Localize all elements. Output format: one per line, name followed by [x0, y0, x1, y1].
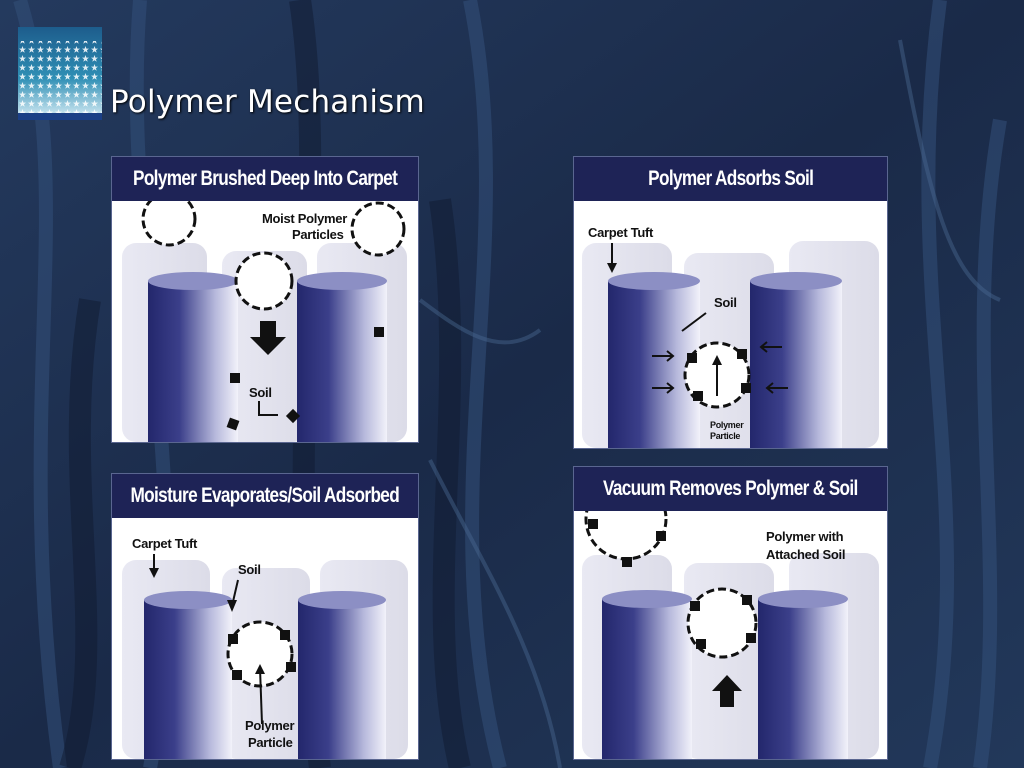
carpet-tuft-label: Carpet Tuft: [132, 536, 198, 551]
soil-pointer-head: [227, 600, 237, 612]
carpet-tuft-label: Carpet Tuft: [588, 225, 654, 240]
up-arrow-icon: [712, 355, 722, 365]
polymer-particle: [141, 201, 197, 247]
soil-pointer: [681, 312, 707, 332]
down-arrow-icon: [250, 321, 286, 355]
panel-vacuum-removes: Vacuum Removes Polymer & Soil Polymer: [573, 466, 888, 760]
up-arrow-icon: [712, 675, 742, 707]
panel-moisture-evaporates: Moisture Evaporates/Soil Adsorbed Carpet…: [111, 473, 419, 760]
scene-diagram: Carpet Tuft Soil Polymer Particle: [574, 201, 887, 448]
carpet-tuft: [298, 591, 386, 759]
polymer-particle: [686, 587, 758, 659]
soil-particle: [285, 408, 301, 424]
soil-particle: [374, 327, 384, 337]
panel-polymer-adsorbs: Polymer Adsorbs Soil Carpet Tuft Soil: [573, 156, 888, 449]
carpet-tuft: [608, 272, 700, 448]
soil-label: Soil: [249, 385, 272, 400]
polymer-attached-label: Attached Soil: [766, 547, 845, 562]
arrow-right-icon: [652, 382, 675, 394]
arrow-right-icon: [652, 350, 675, 362]
panel-polymer-brushed: Polymer Brushed Deep Into Carpet: [111, 156, 419, 443]
soil-pointer: [258, 401, 278, 416]
slide-title: Polymer Mechanism: [110, 84, 425, 120]
up-arrow-icon: [255, 664, 265, 674]
soil-label: Soil: [238, 562, 261, 577]
carpet-tuft: [758, 590, 848, 759]
panel-header: Polymer Adsorbs Soil: [574, 157, 887, 201]
polymer-label: Particle: [710, 431, 740, 441]
carpet-tuft: [144, 591, 232, 759]
polymer-label: Particle: [248, 735, 293, 750]
panel-header: Moisture Evaporates/Soil Adsorbed: [112, 474, 418, 518]
soil-label: Soil: [714, 295, 737, 310]
soil-particle: [226, 417, 240, 431]
tuft-pointer-head: [607, 263, 617, 273]
polymer-pointer: [259, 667, 263, 725]
panel-header: Polymer Brushed Deep Into Carpet: [112, 157, 418, 201]
tuft-pointer-head: [149, 568, 159, 578]
arrow-left-icon: [765, 382, 788, 394]
scene-diagram: Polymer with Attached Soil: [574, 511, 887, 759]
polymer-particle: [584, 511, 668, 567]
scene-diagram: Moist Polymer Particles Soil: [112, 201, 418, 442]
arrow-left-icon: [759, 341, 782, 353]
scene-diagram: Carpet Tuft Soil Polymer Particle: [112, 518, 418, 759]
panel-header: Vacuum Removes Polymer & Soil: [574, 467, 887, 511]
moist-polymer-label: Moist Polymer: [262, 211, 347, 226]
moist-polymer-label: Particles: [292, 227, 344, 242]
carpet-tuft: [148, 272, 238, 442]
polymer-label: Polymer: [245, 718, 294, 733]
carpet-tuft: [297, 272, 387, 442]
logo-icon: [18, 27, 102, 120]
polymer-particle: [350, 201, 406, 257]
polymer-particle: [234, 251, 294, 311]
polymer-attached-label: Polymer with: [766, 529, 844, 544]
polymer-label: Polymer: [710, 420, 744, 430]
soil-particle: [230, 373, 240, 383]
carpet-tuft: [750, 272, 842, 448]
carpet-tuft: [602, 590, 692, 759]
